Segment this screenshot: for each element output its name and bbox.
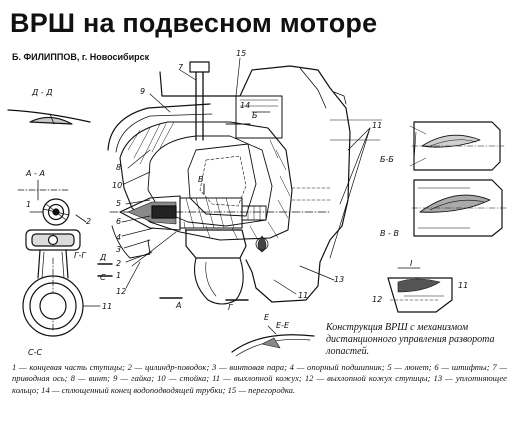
view-marker-s: С: [100, 273, 106, 282]
callout-1-section-aa: 1: [26, 200, 31, 209]
section-ee-label: Е-Е: [276, 321, 290, 330]
callout-14: 14: [240, 101, 250, 110]
view-marker-a: А: [175, 301, 181, 310]
callout-6: 6: [116, 217, 121, 226]
section-bb-label: Б-Б: [380, 155, 394, 164]
callout-11-section-ss: 11: [102, 302, 112, 311]
callout-10: 10: [112, 181, 122, 190]
figure-caption: Конструкция ВРШ с механизмом дистанционн…: [326, 322, 495, 357]
section-gg-arm: [22, 229, 113, 337]
section-aa-view: [17, 179, 87, 226]
section-gg-label: Г-Г: [74, 251, 86, 260]
article-title: ВРШ на подвесном моторе: [10, 8, 378, 38]
view-marker-b: Б: [252, 111, 258, 120]
callout-9: 9: [140, 87, 145, 96]
callout-7: 7: [178, 63, 184, 72]
callout-13: 13: [334, 275, 344, 284]
section-dd-view: [7, 109, 91, 125]
callout-2-section-aa: 2: [86, 217, 91, 226]
view-marker-g: Г: [228, 303, 233, 312]
callout-11-lower: 11: [298, 291, 308, 300]
view-marker-v: В: [198, 175, 204, 184]
section-dd-label: Д - Д: [31, 88, 52, 97]
callout-12: 12: [116, 287, 126, 296]
callout-5: 5: [116, 199, 121, 208]
section-aa-label: А - А: [25, 169, 45, 178]
detail-one-view: [387, 267, 453, 313]
callout-2: 2: [116, 259, 121, 268]
diagram-labels: Д - Д А - А Г-Г С-С Б-Б В - В Е-Е I 7 15…: [25, 49, 468, 357]
view-marker-d: Д: [99, 253, 106, 262]
section-ss-label: С-С: [28, 348, 42, 357]
section-vv-view: [411, 179, 507, 237]
callout-4: 4: [116, 233, 121, 242]
article-byline: Б. ФИЛИППОВ, г. Новосибирск: [12, 52, 150, 62]
view-marker-e: Е: [264, 313, 270, 322]
callout-1: 1: [116, 271, 121, 280]
section-bb-view: [409, 121, 505, 171]
section-ee-view: [231, 325, 315, 357]
callout-8: 8: [116, 163, 121, 172]
callout-3: 3: [116, 245, 121, 254]
callout-11-detail: 11: [458, 281, 468, 290]
main-assembly: [107, 57, 383, 305]
detail-one-label: I: [410, 259, 413, 268]
callout-15: 15: [236, 49, 246, 58]
callout-12-detail: 12: [372, 295, 382, 304]
parts-legend: 1 — концевая часть ступицы; 2 — цилиндр-…: [12, 362, 507, 395]
callout-11-main: 11: [372, 121, 382, 130]
section-vv-label: В - В: [380, 229, 399, 238]
